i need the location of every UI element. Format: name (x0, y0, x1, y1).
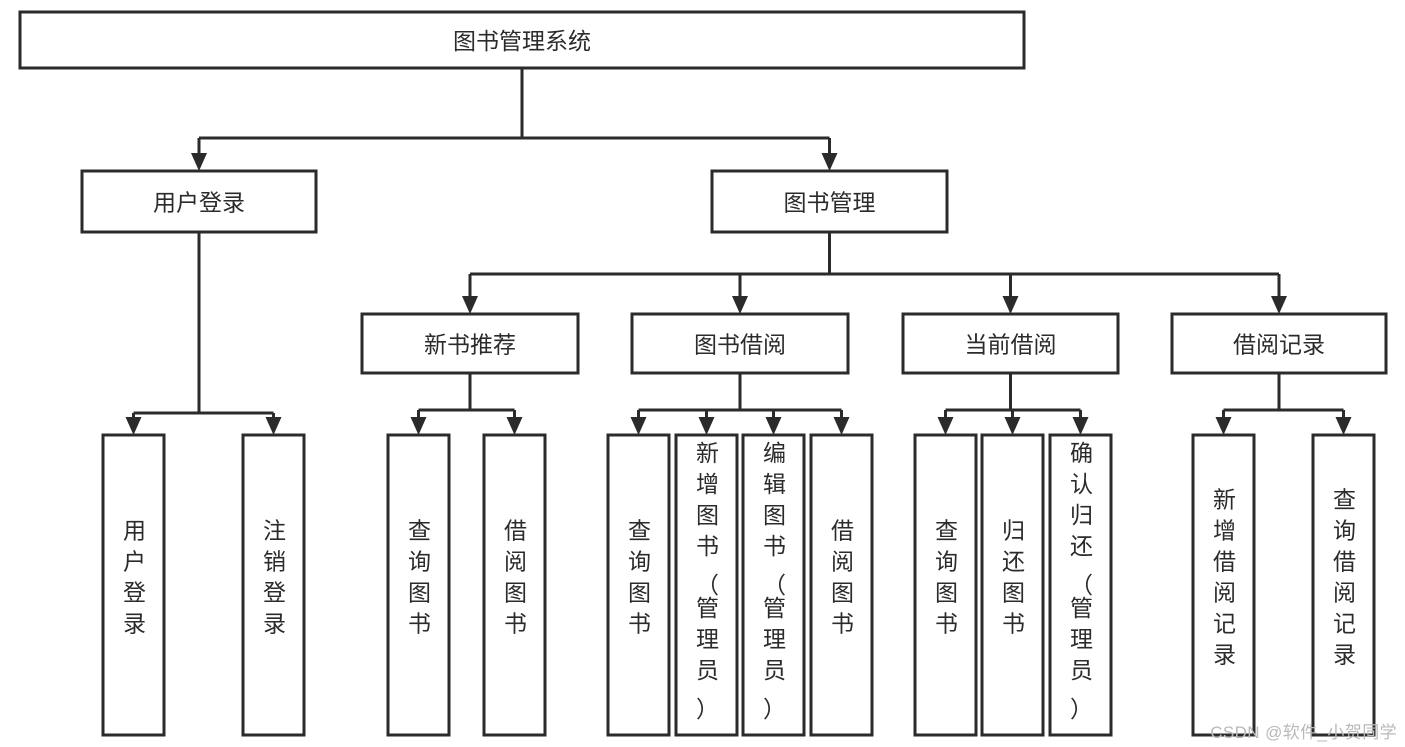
arrow-head-icon (1335, 417, 1352, 435)
connector-group-user_login (125, 232, 282, 435)
node-box-leaf-borrow-book-1[interactable] (482, 433, 547, 737)
arrow-head-icon (765, 417, 782, 435)
arrow-head-icon (462, 296, 478, 314)
connector-group-current_borrow (937, 373, 1089, 435)
arrow-head-icon (1271, 296, 1287, 314)
connector-group-root (191, 68, 838, 171)
arrow-head-icon (125, 417, 142, 435)
node-leaf-borrow-book-2[interactable]: 借阅图书 (809, 433, 874, 737)
node-book-borrow[interactable]: 图书借阅 (630, 312, 850, 375)
node-box-leaf-return-book[interactable] (980, 433, 1045, 737)
node-box-book-manage[interactable] (710, 169, 949, 234)
arrow-head-icon (265, 417, 282, 435)
node-box-leaf-logout[interactable] (241, 433, 306, 737)
node-leaf-logout[interactable]: 注销登录 (241, 433, 306, 737)
node-user-login[interactable]: 用户登录 (80, 169, 318, 234)
node-label: 注销登录 (263, 518, 286, 637)
node-box-current-borrow[interactable] (901, 312, 1120, 375)
connector-layer (125, 68, 1352, 435)
node-leaf-add-book[interactable]: 新增图书（管理员） (674, 433, 739, 737)
node-box-book-borrow[interactable] (630, 312, 850, 375)
arrow-head-icon (1002, 296, 1019, 314)
node-label: 借阅图书 (504, 518, 527, 637)
node-box-leaf-query-book-1[interactable] (386, 433, 451, 737)
node-label: 图书管理系统 (453, 28, 591, 54)
arrow-head-icon (937, 417, 954, 435)
node-leaf-query-book-1[interactable]: 查询图书 (386, 433, 451, 737)
node-root[interactable]: 图书管理系统 (18, 10, 1026, 70)
node-box-leaf-user-login[interactable] (101, 433, 166, 737)
connector-group-borrow_record (1215, 373, 1352, 435)
node-box-leaf-borrow-book-2[interactable] (809, 433, 874, 737)
arrow-head-icon (821, 153, 838, 171)
node-label: 借阅记录 (1233, 332, 1325, 358)
node-box-leaf-query-book-2[interactable] (606, 433, 671, 737)
node-leaf-edit-book[interactable]: 编辑图书（管理员） (741, 433, 806, 737)
node-label: 用户登录 (153, 190, 245, 216)
node-label: 图书管理 (784, 190, 876, 216)
node-label: 新增图书（管理员） (696, 440, 719, 722)
node-borrow-record[interactable]: 借阅记录 (1170, 312, 1388, 375)
node-box-borrow-record[interactable] (1170, 312, 1388, 375)
node-box-leaf-confirm-return[interactable] (1048, 433, 1113, 737)
node-leaf-confirm-return[interactable]: 确认归还（管理员） (1048, 433, 1113, 737)
node-label: 图书借阅 (694, 332, 786, 358)
node-leaf-user-login[interactable]: 用户登录 (101, 433, 166, 737)
node-label: 查询借阅记录 (1333, 487, 1356, 668)
node-box-leaf-add-record[interactable] (1191, 433, 1256, 737)
csdn-watermark: CSDN @软件_小贺同学 (1210, 723, 1397, 742)
node-label: 用户登录 (123, 518, 146, 637)
node-label: 新书推荐 (424, 332, 516, 358)
node-label: 归还图书 (1002, 518, 1025, 637)
node-box-new-book-rec[interactable] (360, 312, 580, 375)
node-box-user-login[interactable] (80, 169, 318, 234)
node-box-leaf-edit-book[interactable] (741, 433, 806, 737)
arrow-head-icon (506, 417, 523, 435)
node-label: 新增借阅记录 (1213, 487, 1236, 668)
node-label: 确认归还（管理员） (1070, 440, 1093, 722)
arrow-head-icon (1072, 417, 1089, 435)
arrow-head-icon (732, 296, 748, 314)
node-box-leaf-query-record[interactable] (1311, 433, 1376, 737)
connector-group-new_book_rec (410, 373, 523, 435)
node-leaf-return-book[interactable]: 归还图书 (980, 433, 1045, 737)
node-label: 当前借阅 (965, 332, 1057, 358)
node-leaf-query-record[interactable]: 查询借阅记录 (1311, 433, 1376, 737)
node-leaf-query-book-2[interactable]: 查询图书 (606, 433, 671, 737)
node-box-root[interactable] (18, 10, 1026, 70)
arrow-head-icon (410, 417, 427, 435)
arrow-head-icon (191, 153, 207, 171)
node-new-book-rec[interactable]: 新书推荐 (360, 312, 580, 375)
node-box-leaf-add-book[interactable] (674, 433, 739, 737)
node-leaf-query-book-3[interactable]: 查询图书 (913, 433, 978, 737)
node-layer: 图书管理系统用户登录图书管理新书推荐图书借阅当前借阅借阅记录用户登录注销登录查询… (18, 10, 1388, 737)
node-label: 查询图书 (408, 518, 431, 637)
node-current-borrow[interactable]: 当前借阅 (901, 312, 1120, 375)
arrow-head-icon (1215, 417, 1232, 435)
node-label: 查询图书 (628, 518, 651, 637)
arrow-head-icon (630, 417, 647, 435)
arrow-head-icon (1004, 417, 1021, 435)
node-label: 编辑图书（管理员） (763, 440, 786, 722)
node-leaf-add-record[interactable]: 新增借阅记录 (1191, 433, 1256, 737)
node-label: 借阅图书 (831, 518, 854, 637)
node-leaf-borrow-book-1[interactable]: 借阅图书 (482, 433, 547, 737)
arrow-head-icon (833, 417, 850, 435)
connector-group-book_borrow (630, 373, 850, 435)
node-box-leaf-query-book-3[interactable] (913, 433, 978, 737)
node-label: 查询图书 (935, 518, 958, 637)
arrow-head-icon (698, 417, 715, 435)
connector-group-book_manage (462, 232, 1287, 314)
node-book-manage[interactable]: 图书管理 (710, 169, 949, 234)
